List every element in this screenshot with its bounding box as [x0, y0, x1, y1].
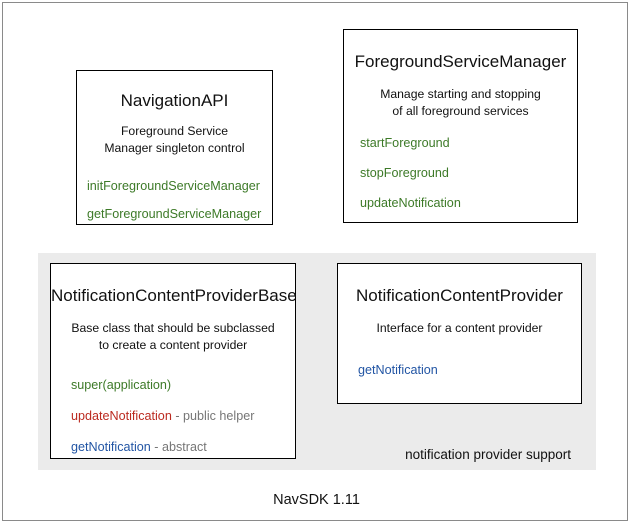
class-title-navigation-api: NavigationAPI [120, 91, 229, 110]
class-description-line-1: Interface for a content provider [376, 321, 543, 336]
class-description-notification-content-provider: Interface for a content provider [338, 320, 581, 337]
diagram-footer-caption: NavSDK 1.11 [273, 492, 360, 508]
member-list-notification-content-provider-base: super(application) updateNotification - … [51, 378, 295, 455]
member-name: getForegroundServiceManager [87, 206, 262, 221]
member-name: getNotification [71, 439, 151, 454]
class-description-line-1: Foreground Service [120, 124, 229, 139]
member-note: - abstract [150, 439, 207, 454]
class-box-foreground-service-manager: ForegroundServiceManager Manage starting… [343, 29, 578, 223]
member-name: getNotification [358, 363, 438, 378]
member-note: - public helper [171, 408, 255, 423]
member-row: getForegroundServiceManager [87, 207, 272, 223]
member-name: super(application) [71, 378, 172, 393]
member-list-foreground-service-manager: startForeground stopForeground updateNot… [344, 136, 577, 211]
class-description-line-2: to create a content provider [98, 338, 248, 353]
class-description-line-2: Manager singleton control [104, 141, 245, 156]
class-description-navigation-api: Foreground Service Manager singleton con… [77, 123, 272, 157]
class-description-line-1: Manage starting and stopping [380, 87, 541, 102]
member-name: startForeground [360, 136, 450, 151]
class-title-foreground-service-manager: ForegroundServiceManager [354, 52, 567, 71]
member-row: updateNotification - public helper [71, 409, 295, 425]
class-description-line-2: of all foreground services [392, 104, 529, 119]
member-row: initForegroundServiceManager [87, 179, 272, 195]
member-name: stopForeground [360, 165, 449, 180]
member-row: getNotification [358, 363, 581, 379]
class-box-notification-content-provider-base: NotificationContentProviderBase Base cla… [50, 263, 297, 459]
member-row: updateNotification [360, 196, 577, 212]
member-list-navigation-api: initForegroundServiceManager getForegrou… [77, 179, 272, 222]
member-list-notification-content-provider: getNotification [338, 363, 581, 379]
member-name: updateNotification [360, 195, 461, 210]
member-row: stopForeground [360, 166, 577, 182]
class-description-notification-content-provider-base: Base class that should be subclassed to … [51, 320, 295, 354]
class-description-foreground-service-manager: Manage starting and stopping of all fore… [344, 86, 577, 120]
class-title-notification-content-provider-base: NotificationContentProviderBase [51, 286, 297, 305]
class-title-notification-content-provider: NotificationContentProvider [356, 286, 563, 305]
member-row: startForeground [360, 136, 577, 152]
class-box-notification-content-provider: NotificationContentProvider Interface fo… [337, 263, 582, 404]
member-name: updateNotification [71, 408, 172, 423]
member-row: getNotification - abstract [71, 440, 295, 456]
notification-provider-support-label: notification provider support [405, 447, 571, 462]
class-description-line-1: Base class that should be subclassed [71, 321, 275, 336]
class-box-navigation-api: NavigationAPI Foreground Service Manager… [76, 70, 273, 225]
member-row: super(application) [71, 378, 295, 394]
member-name: initForegroundServiceManager [87, 179, 260, 194]
